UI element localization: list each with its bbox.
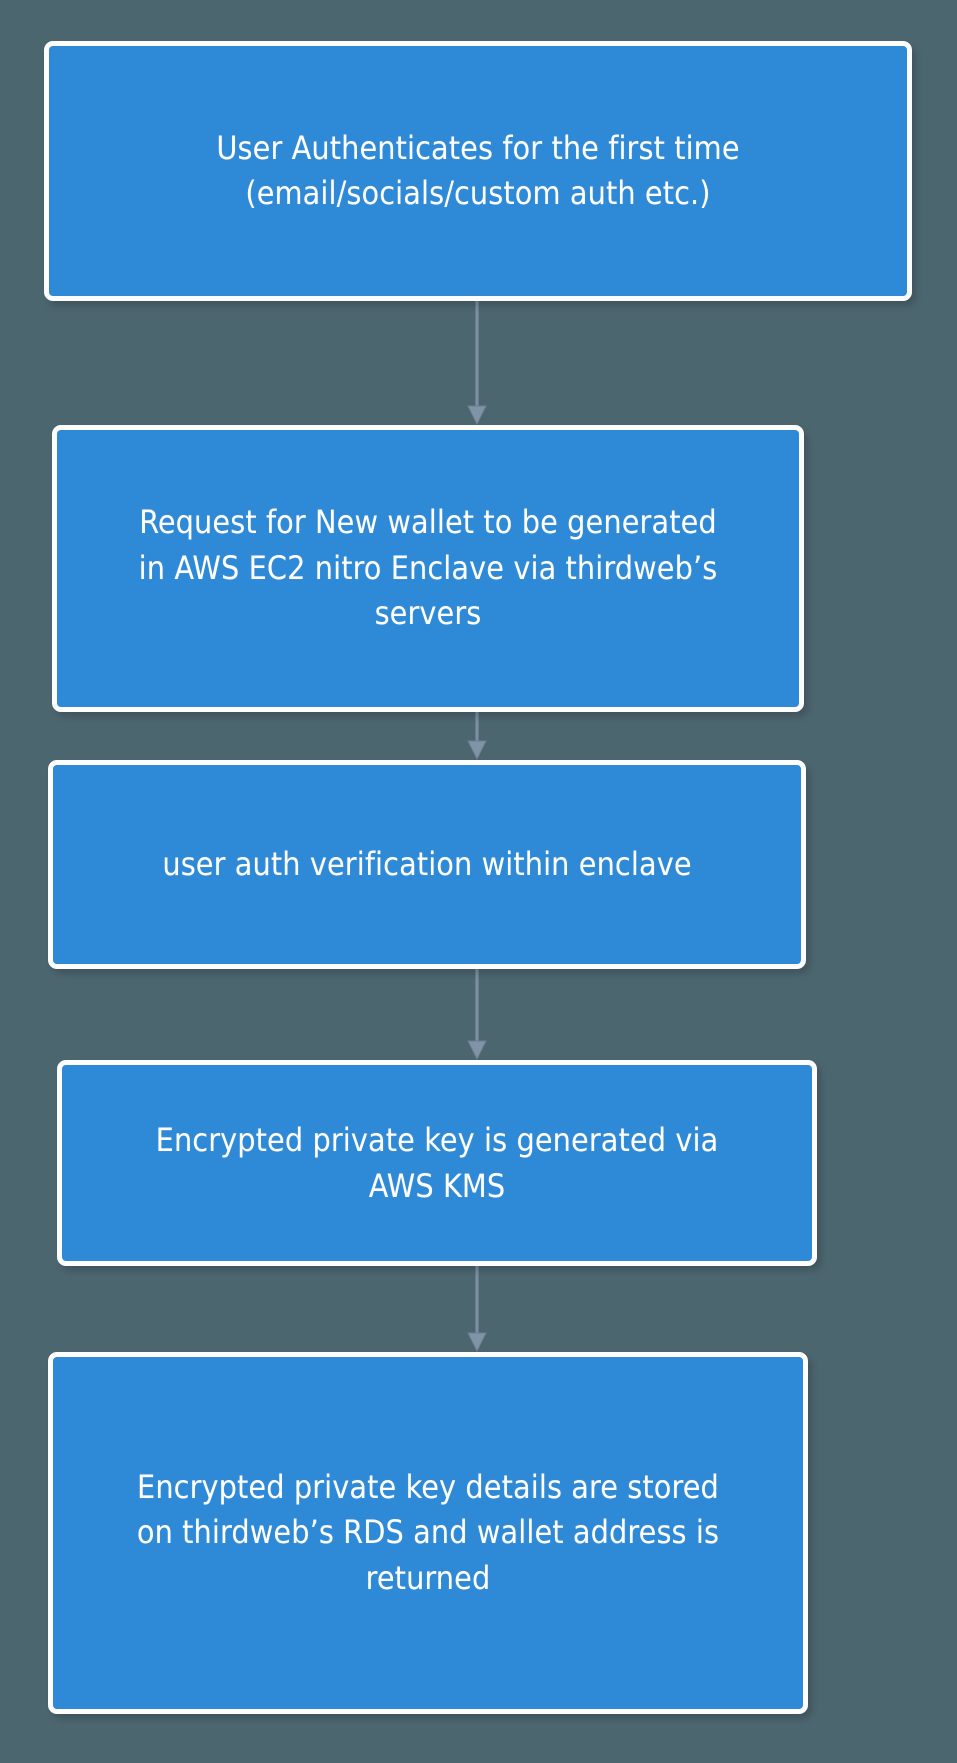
arrow-down-icon <box>467 1332 487 1353</box>
flow-node-label: Encrypted private key is generated via A… <box>155 1120 719 1205</box>
arrow-down-icon <box>467 405 487 426</box>
flow-node-request-new-wallet[interactable]: Request for New wallet to be generated i… <box>52 425 804 712</box>
flow-node-label: User Authenticates for the first time (e… <box>216 128 740 212</box>
flow-edge-3 <box>457 968 497 1063</box>
flow-edge-2 <box>457 711 497 763</box>
flow-node-label: Encrypted private key details are stored… <box>136 1467 720 1597</box>
flow-node-user-auth-verification[interactable]: user auth verification within enclave <box>48 760 806 969</box>
flow-edge-1 <box>457 300 497 428</box>
flow-edge-4 <box>457 1265 497 1355</box>
flow-node-label: user auth verification within enclave <box>162 845 692 884</box>
flow-node-label: Request for New wallet to be generated i… <box>138 503 718 633</box>
flow-node-encrypted-private-key-generated[interactable]: Encrypted private key is generated via A… <box>57 1060 817 1266</box>
arrow-down-icon <box>467 1040 487 1061</box>
arrow-down-icon <box>467 740 487 761</box>
flow-node-encrypted-key-stored-rds[interactable]: Encrypted private key details are stored… <box>48 1352 808 1714</box>
flow-node-user-authenticates[interactable]: User Authenticates for the first time (e… <box>44 41 912 301</box>
